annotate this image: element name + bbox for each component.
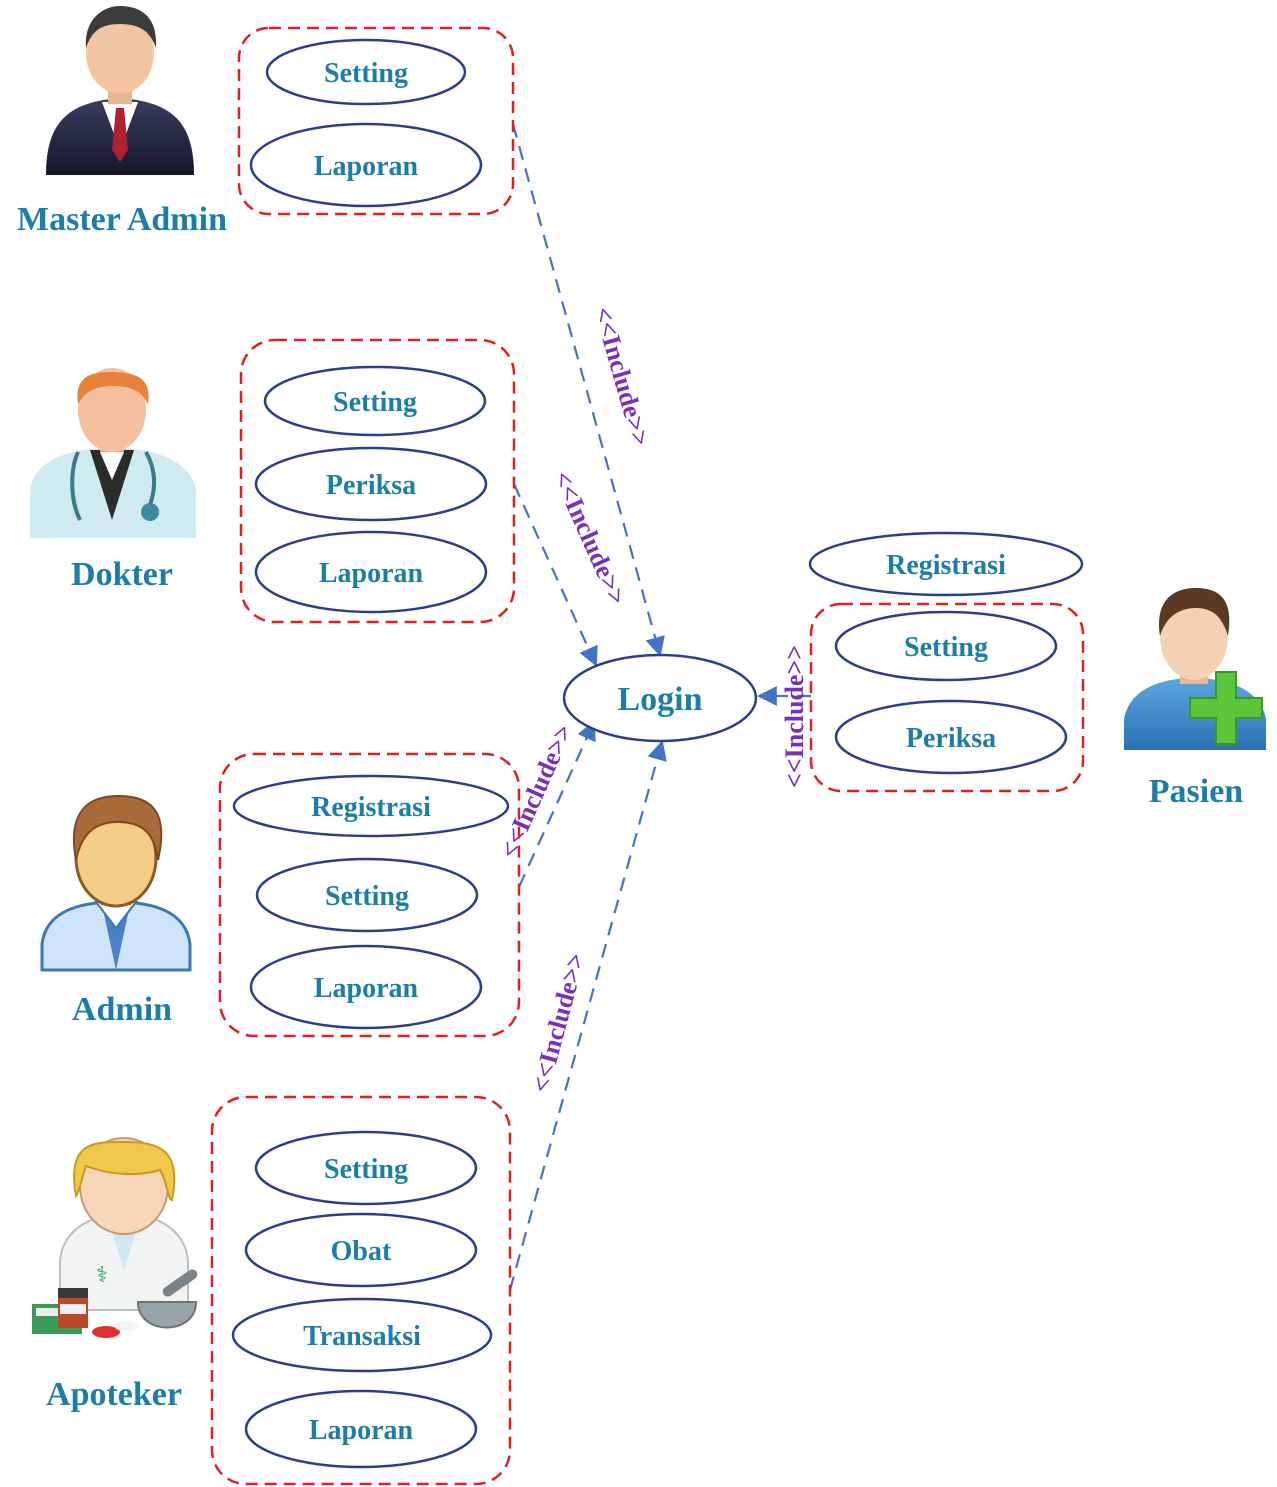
actor-master-admin: Master Admin Setting Laporan [17, 6, 515, 238]
svg-text:⚕: ⚕ [96, 1263, 108, 1288]
actor-pasien: Pasien Registrasi Setting Periksa [808, 531, 1266, 810]
svg-text:Registrasi: Registrasi [311, 792, 431, 823]
include-label-apoteker: <<Include>> [526, 950, 591, 1096]
svg-text:Periksa: Periksa [326, 470, 416, 501]
use-case-group [239, 338, 516, 624]
use-case-group [218, 752, 521, 1038]
use-case-setting: Setting [265, 38, 467, 106]
use-case-group [210, 1095, 512, 1486]
use-case-setting: Setting [263, 365, 487, 437]
pharmacist-icon: ⚕ [32, 1137, 198, 1338]
actor-name: Dokter [71, 556, 173, 593]
include-label-pasien: <<Include>> [780, 645, 809, 788]
association-lines [508, 123, 811, 1291]
actor-name: Pasien [1149, 773, 1244, 810]
actor-name: Apoteker [46, 1376, 182, 1413]
include-label-master-admin: <<Include>> [588, 304, 655, 450]
use-case-laporan: Laporan [244, 1389, 478, 1469]
svg-text:Obat: Obat [331, 1236, 392, 1267]
svg-text:Laporan: Laporan [309, 1415, 414, 1446]
use-case-setting: Setting [254, 1130, 478, 1206]
use-case-group [809, 602, 1085, 793]
use-case-obat: Obat [244, 1212, 478, 1288]
svg-text:Setting: Setting [333, 387, 417, 418]
include-label-dokter: <<Include>> [548, 467, 633, 610]
svg-text:Setting: Setting [324, 1154, 408, 1185]
svg-text:Periksa: Periksa [906, 723, 996, 754]
svg-text:Setting: Setting [904, 632, 988, 663]
svg-text:Laporan: Laporan [319, 558, 424, 589]
actor-name: Master Admin [17, 201, 227, 238]
svg-text:Transaksi: Transaksi [303, 1321, 421, 1352]
use-case-laporan: Laporan [249, 944, 483, 1030]
use-case-registrasi: Registrasi [232, 774, 510, 838]
include-line-apoteker [508, 740, 667, 1291]
use-case-laporan: Laporan [249, 122, 483, 208]
svg-text:Laporan: Laporan [314, 151, 419, 182]
use-case-transaksi: Transaksi [231, 1297, 493, 1373]
actor-dokter: Dokter Setting Periksa Laporan [30, 338, 516, 624]
login-use-case: Login [562, 653, 758, 743]
patient-add-icon [1124, 588, 1266, 750]
include-label-admin: <<Include>> [494, 720, 579, 863]
svg-text:Setting: Setting [324, 58, 408, 89]
svg-text:Setting: Setting [325, 881, 409, 912]
admin-user-icon [40, 794, 192, 972]
svg-text:Registrasi: Registrasi [886, 550, 1006, 581]
login-label: Login [617, 681, 702, 718]
use-case-registrasi: Registrasi [808, 531, 1084, 597]
businessman-icon [46, 6, 194, 175]
include-line-dokter [512, 483, 598, 667]
use-case-setting: Setting [255, 857, 479, 933]
use-case-setting: Setting [834, 610, 1058, 682]
actor-admin: Admin Registrasi Setting Laporan [40, 752, 521, 1038]
doctor-icon [30, 368, 196, 538]
use-case-group [237, 26, 515, 216]
use-case-laporan: Laporan [254, 530, 488, 614]
include-line-admin [517, 720, 596, 888]
actor-name: Admin [72, 991, 172, 1028]
actor-apoteker: ⚕ Apoteker Setting Obat Transaksi [32, 1095, 512, 1486]
use-case-periksa: Periksa [254, 446, 488, 522]
svg-text:Laporan: Laporan [314, 973, 419, 1004]
use-case-periksa: Periksa [834, 699, 1068, 775]
